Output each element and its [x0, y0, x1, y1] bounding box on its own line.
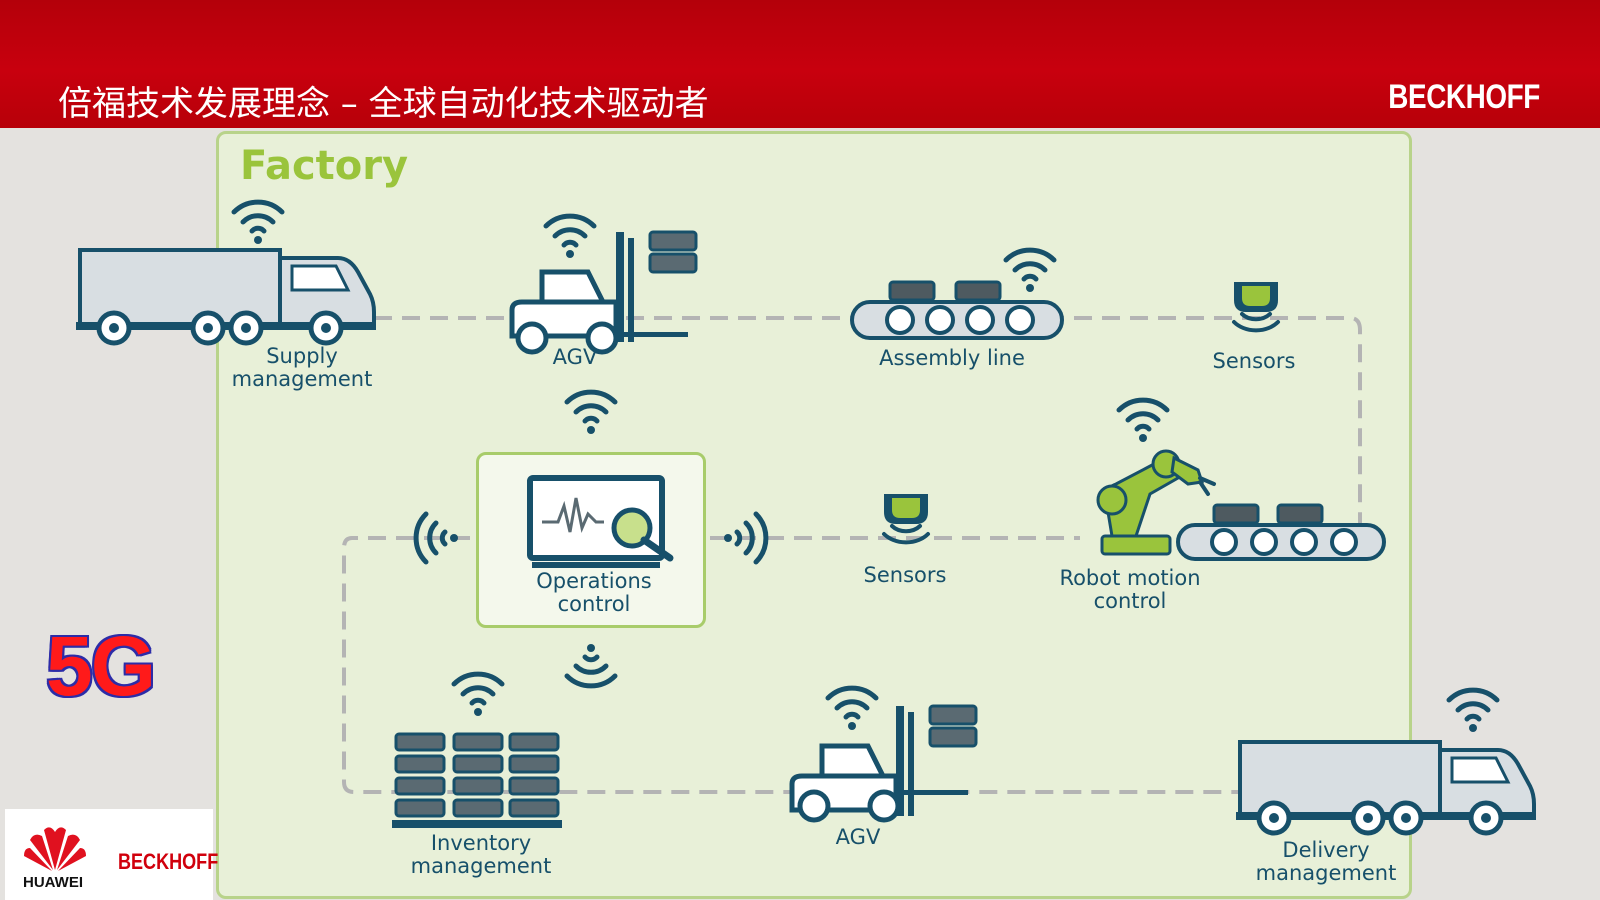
header-bar	[0, 0, 1600, 128]
wifi-icon	[567, 644, 615, 686]
process-path	[342, 316, 1382, 794]
wifi-icon	[546, 216, 594, 258]
sensor-icon	[1232, 282, 1280, 333]
forklift-icon	[509, 230, 698, 355]
slide-title: 倍福技术发展理念 – 全球自动化技术驱动者	[58, 84, 709, 124]
truck-icon	[1236, 740, 1536, 836]
wifi-icon	[1006, 250, 1054, 292]
factory-title: Factory	[240, 143, 409, 189]
wifi-icon	[828, 688, 876, 730]
assembly-line-label: Assembly line	[879, 346, 1025, 370]
beckhoff-footer-logo: BECKHOFF	[118, 849, 219, 874]
pallet-stack-icon	[392, 732, 562, 828]
agv-bottom-label: AGV	[835, 825, 881, 849]
monitor-icon	[527, 475, 674, 568]
sensors-mid-label: Sensors	[863, 563, 947, 587]
robot-arm-icon	[1096, 449, 1216, 556]
wifi-icon	[1119, 400, 1167, 442]
truck-icon	[76, 248, 376, 346]
sensor-icon	[882, 494, 930, 545]
huawei-logo-icon	[24, 827, 86, 871]
sensors-top-label: Sensors	[1212, 349, 1296, 373]
wifi-icon	[1449, 690, 1497, 732]
wifi-icon	[567, 392, 615, 434]
agv-top-label: AGV	[552, 345, 598, 369]
conveyor-icon	[850, 280, 1064, 340]
conveyor-icon	[1176, 503, 1386, 561]
5g-badge: 5G	[46, 619, 156, 713]
wifi-icon	[234, 202, 282, 244]
beckhoff-brand-logo: BECKHOFF	[1388, 78, 1540, 116]
wifi-icon	[454, 674, 502, 716]
forklift-icon	[789, 704, 978, 823]
huawei-wordmark: HUAWEI	[23, 874, 83, 891]
partner-logo-box	[5, 809, 213, 900]
